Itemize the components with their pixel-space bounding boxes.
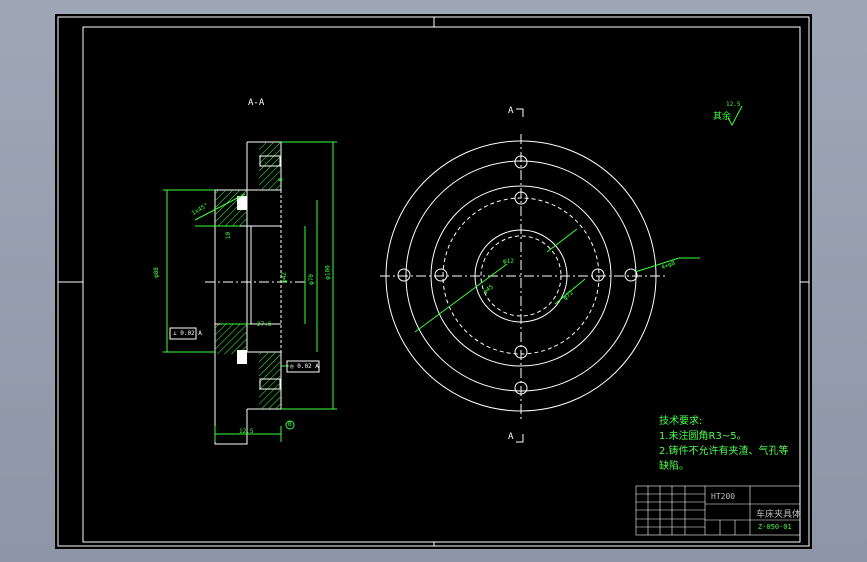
notes-title: 技术要求: [659,416,703,427]
leader-pcd [546,228,578,253]
hub-outline [214,142,248,445]
dim-bottom-len: 12.5 [239,428,254,435]
notes-line-2: 2.铸件不允许有夹渣、气孔等 [659,446,789,457]
tolerance-frame-left [169,327,197,340]
hatch-flange-bottom [259,352,281,409]
plan-centerlines [380,134,665,419]
dim-d3: φ70 [307,274,315,285]
datum-symbol [285,420,295,430]
tolerance-frame-right [286,360,320,373]
roughness-symbol [727,105,743,127]
tolerance-left-text: ⊥ 0.02 A [173,330,202,337]
dim-slot: 27.6 [257,321,272,328]
section-dimensions [163,141,337,442]
drawing-sheet: A-A A A 其余 12.5 φ88 φ100 φ70 φ42 6 10 1x… [55,14,812,549]
inner-frame [82,26,801,543]
dim-height-left: φ88 [152,267,160,278]
section-hole-top [259,155,281,167]
view-marker-top: A [508,106,514,116]
leader-bore [414,263,508,333]
inner-hole-left [434,268,448,282]
tapped-hole-bottom [237,350,247,364]
title-drawing-number: Z-050-01 [758,523,792,531]
roughness-value: 12.5 [726,101,741,108]
title-part-name: 车床夹具体 [756,510,802,520]
leader-holes [634,257,680,273]
notes-line-1: 1.未注圆角R3~5。 [659,431,747,442]
tapped-hole-top [237,196,247,210]
dim-d5: φ12 [503,258,514,265]
section-arrow-top [516,108,524,117]
section-hole-bottom [259,378,281,390]
dim-d6: φ100 [324,265,332,280]
title-block [635,485,801,536]
datum-letter: B [288,421,292,428]
title-material: HT200 [711,492,736,501]
dim-depth1: 6 [277,177,285,182]
notes-line-3: 缺陷。 [659,461,689,472]
inner-hole-right [591,268,605,282]
tolerance-right-text: ◎ 0.02 A [290,363,319,370]
cad-drawing [57,16,810,547]
dim-d4: φ42 [280,272,288,283]
plan-dimensions [414,228,700,333]
leader-inner [554,278,586,305]
hatch-hub-bottom [215,324,247,354]
section-view-label: A-A [248,98,265,108]
section-arrow-bottom [516,434,524,443]
roughness-note: 其余 [713,112,732,122]
section-hatching [215,142,281,409]
bolt-hole-left [397,268,411,282]
dim-depth2: 10 [225,231,233,240]
view-marker-bottom: A [508,432,514,442]
leader-chamfer [194,193,246,221]
bolt-hole-right [624,268,638,282]
technical-notes: 技术要求: 1.未注圆角R3~5。 2.铸件不允许有夹渣、气孔等 缺陷。 [659,414,789,474]
